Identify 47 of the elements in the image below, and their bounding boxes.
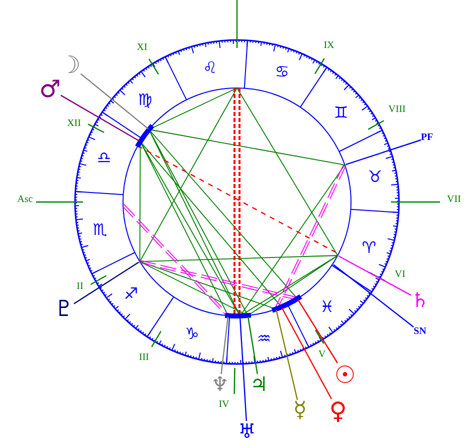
house-number: VIII <box>388 105 406 115</box>
zodiac-sign-symbol: ♐ <box>124 286 138 302</box>
leader-line <box>346 139 422 166</box>
planet-symbol: ☽ <box>59 53 81 77</box>
zodiac-sign-symbol: ♋ <box>274 64 290 80</box>
point-label: PF <box>420 133 434 143</box>
ascendant-label: Asc <box>17 195 33 205</box>
leader-line <box>220 316 229 374</box>
planet-symbol: ♂ <box>39 77 61 101</box>
house-number: XII <box>67 119 81 129</box>
leader-line <box>276 310 298 400</box>
point-label: SN <box>414 327 426 337</box>
planet-symbol: ♄ <box>411 290 429 310</box>
zodiac-sign-symbol: ♓ <box>320 299 334 315</box>
planet-symbol: ♅ <box>238 421 256 441</box>
house-number: IV <box>218 400 230 410</box>
planet-symbol: ♃ <box>250 374 268 394</box>
house-number: IX <box>324 41 334 51</box>
house-number: XI <box>136 43 148 53</box>
house-number: III <box>139 353 149 363</box>
house-number: V <box>318 350 326 360</box>
leader-line <box>338 255 412 296</box>
house-number: II <box>76 282 84 292</box>
leader-line <box>60 94 140 142</box>
zodiac-sign-symbol: ♑ <box>184 326 200 342</box>
zodiac-sign-symbol: ♎ <box>96 150 112 166</box>
leader-line <box>297 299 338 364</box>
leader-line <box>247 316 258 374</box>
planet-symbol: ♀ <box>329 399 347 423</box>
zodiac-sign-symbol: ♈ <box>362 240 376 256</box>
leader-line <box>74 262 140 304</box>
house-number: VI <box>394 270 406 280</box>
planet-symbol: ☿ <box>293 400 307 422</box>
zodiac-sign-symbol: ♍ <box>138 92 152 108</box>
planet-symbol: ♇ <box>54 299 74 321</box>
zodiac-sign-symbol: ♉ <box>368 169 382 185</box>
zodiac-sign-symbol: ♏ <box>92 222 108 238</box>
leader-line <box>239 316 247 422</box>
zodiac-sign-symbol: ♌ <box>202 60 218 76</box>
house-number: VII <box>447 195 461 205</box>
leader-line <box>333 264 414 328</box>
zodiac-sign-symbol: ♊ <box>334 105 348 121</box>
leader-line <box>281 308 332 400</box>
zodiac-sign-symbol: ♒ <box>256 331 272 347</box>
planet-symbol: ☉ <box>334 363 356 387</box>
planet-symbol: ♆ <box>211 374 229 394</box>
leader-line <box>80 73 149 130</box>
